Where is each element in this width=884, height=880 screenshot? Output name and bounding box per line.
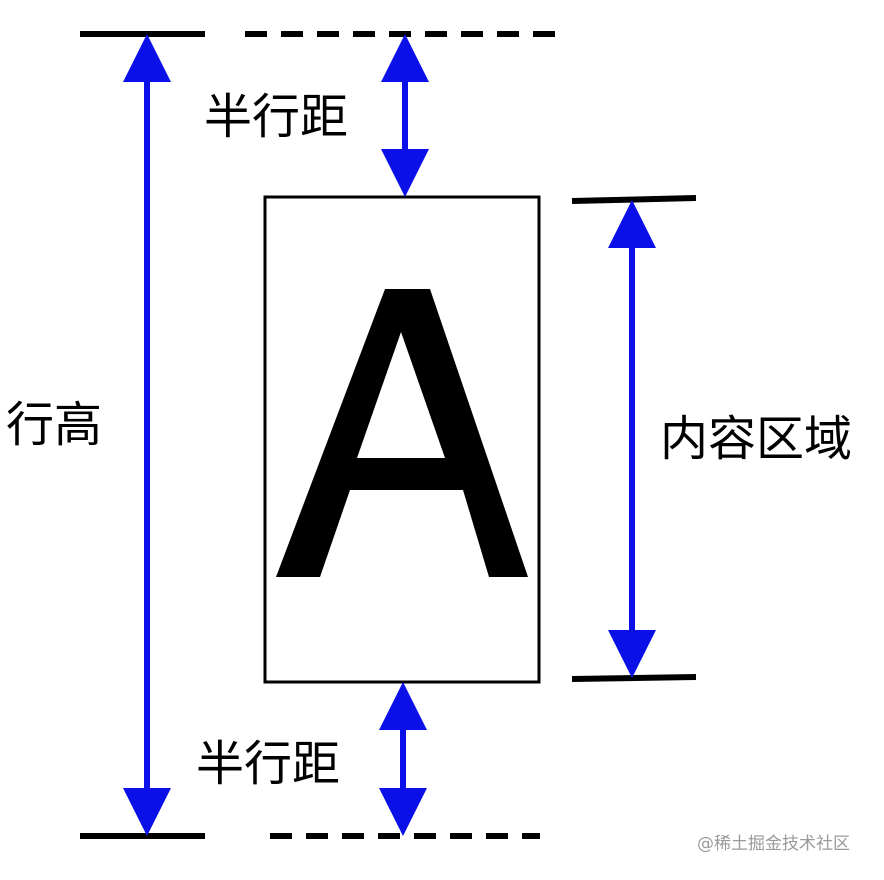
content-top-line (571, 195, 697, 204)
half-leading-bottom-label: 半行距 (196, 736, 341, 792)
glyph-a (276, 289, 528, 577)
watermark: @稀土掘金技术社区 (697, 834, 850, 854)
content-bottom-line (571, 674, 697, 682)
content-area-label: 内容区域 (660, 411, 853, 467)
glyph-box (263, 195, 541, 684)
half-leading-top-label: 半行距 (204, 89, 349, 145)
line-height-label: 行高 (6, 397, 103, 453)
